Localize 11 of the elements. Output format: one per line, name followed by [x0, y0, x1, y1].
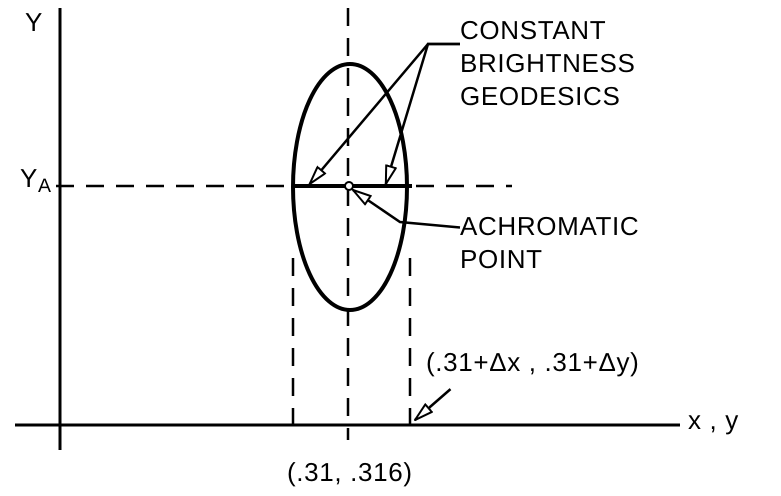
axis-label: x , y — [688, 404, 739, 436]
axis-label: Y$_{A}$ — [20, 162, 52, 194]
axis-label: Y — [25, 6, 43, 38]
axis-label: (.31, .316) — [287, 456, 413, 488]
leader-arrow — [352, 188, 460, 229]
callout-text: CONSTANT BRIGHTNESS GEODESICS — [460, 14, 660, 114]
leader-arrow — [414, 388, 452, 421]
callout-text: (.31+Δx , .31+Δy) — [426, 346, 776, 390]
callout-text: ACHROMATIC POINT — [460, 210, 660, 280]
point-marker — [344, 181, 354, 191]
leader-arrow — [384, 42, 460, 185]
